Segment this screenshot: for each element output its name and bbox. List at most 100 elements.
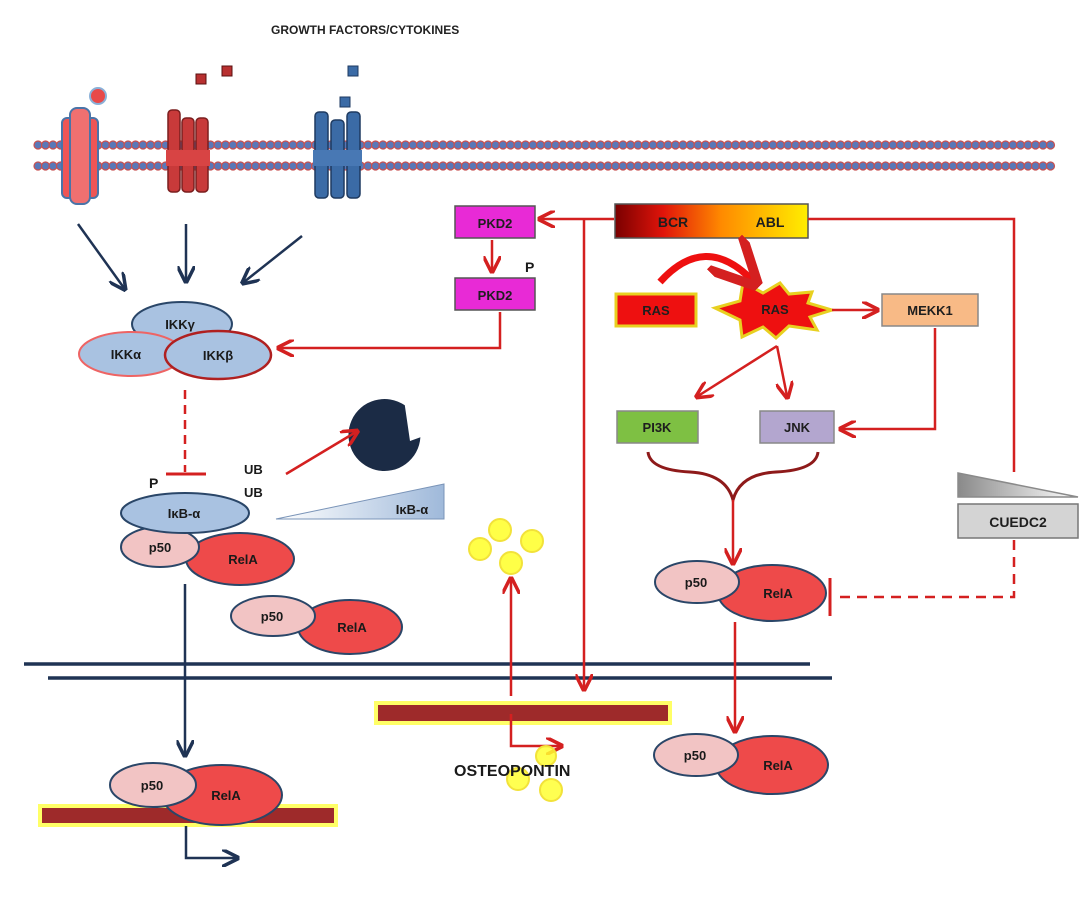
membrane-lipid	[610, 140, 621, 150]
membrane-lipid	[595, 140, 606, 150]
ub-label-bottom: UB	[244, 485, 263, 500]
membrane-lipid	[663, 140, 673, 150]
membrane-lipid	[1030, 161, 1041, 171]
mekk1-to-jnk-arrow	[842, 328, 937, 429]
membrane-lipid	[925, 140, 936, 150]
membrane-lipid	[250, 140, 261, 150]
membrane-lipid	[730, 161, 741, 171]
membrane-lipid	[903, 161, 913, 171]
membrane-lipid	[618, 161, 628, 171]
membrane-lipid	[460, 140, 471, 150]
convergence-brace	[646, 451, 820, 506]
membrane-lipid	[235, 140, 246, 150]
membrane-lipid	[850, 161, 861, 171]
p50	[654, 560, 740, 604]
membrane-lipid	[978, 140, 988, 150]
membrane-lipid	[798, 140, 808, 150]
ras-activation-arrow	[657, 256, 752, 282]
ikb-phospho-label: P	[149, 475, 158, 491]
membrane-lipid	[138, 161, 148, 171]
membrane-lipid	[700, 140, 711, 150]
membrane-lipid	[528, 140, 538, 150]
ligand-square	[347, 65, 359, 77]
membrane-lipid	[603, 161, 613, 171]
membrane-lipid	[835, 161, 846, 171]
membrane-lipid	[903, 140, 913, 150]
membrane-lipid	[625, 161, 636, 171]
membrane-lipid	[108, 140, 118, 150]
ligand-square	[221, 65, 233, 77]
receptor-2	[166, 109, 210, 193]
membrane-lipid	[415, 161, 426, 171]
membrane-lipid	[408, 140, 418, 150]
receptor-to-ikk-arrow	[76, 223, 124, 288]
membrane-lipid	[670, 140, 681, 150]
membrane-lipid	[258, 140, 268, 150]
membrane-lipid	[693, 140, 703, 150]
membrane-lipid	[685, 161, 696, 171]
membrane-lipid	[685, 140, 696, 150]
membrane-lipid	[423, 161, 433, 171]
ikb-alpha	[120, 492, 250, 534]
membrane-lipid	[243, 140, 253, 150]
membrane-lipid	[678, 140, 688, 150]
membrane-lipid	[273, 161, 283, 171]
membrane-lipid	[1045, 161, 1056, 171]
membrane-lipid	[858, 140, 868, 150]
membrane-lipid	[850, 140, 861, 150]
membrane-lipid	[790, 161, 801, 171]
title: GROWTH FACTORS/CYTOKINES	[271, 23, 459, 37]
membrane-lipid	[813, 161, 823, 171]
membrane-lipid	[138, 140, 148, 150]
pkd2-phospho-label: PKD2	[478, 288, 513, 303]
membrane-lipid	[400, 161, 411, 171]
abl-label: ABL	[756, 214, 785, 230]
membrane-lipid	[828, 161, 838, 171]
membrane-lipid	[738, 161, 748, 171]
membrane-lipid	[1045, 140, 1056, 150]
membrane-lipid	[640, 140, 651, 150]
membrane-lipid	[303, 161, 313, 171]
membrane-lipid	[385, 140, 396, 150]
membrane-lipid	[663, 161, 673, 171]
membrane-lipid	[505, 161, 516, 171]
p50-label: p50	[141, 778, 163, 793]
rela-label: RelA	[337, 620, 367, 635]
membrane-lipid	[820, 161, 831, 171]
membrane-lipid	[115, 140, 126, 150]
membrane-lipid	[505, 140, 516, 150]
membrane-lipid	[453, 140, 463, 150]
membrane-lipid	[768, 140, 778, 150]
p50	[230, 595, 316, 637]
membrane-lipid	[123, 161, 133, 171]
ras-inactive-label: RAS	[642, 303, 670, 318]
ikk-beta-label: IKKβ	[203, 348, 233, 363]
membrane-lipid	[535, 161, 546, 171]
membrane-lipid	[415, 140, 426, 150]
membrane-lipid	[400, 140, 411, 150]
membrane-lipid	[985, 140, 996, 150]
membrane-lipid	[573, 140, 583, 150]
membrane-lipid	[955, 140, 966, 150]
membrane-lipid	[48, 140, 58, 150]
membrane-lipid	[933, 140, 943, 150]
membrane-lipid	[633, 161, 643, 171]
membrane-lipid	[843, 140, 853, 150]
cell-membrane	[33, 140, 1056, 171]
membrane-lipid	[445, 140, 456, 150]
membrane-lipid	[1038, 140, 1048, 150]
membrane-lipid	[483, 140, 493, 150]
transcription-arrow	[184, 826, 236, 858]
membrane-lipid	[745, 140, 756, 150]
proteasome-icon	[348, 399, 421, 472]
membrane-lipid	[1000, 140, 1011, 150]
membrane-lipid	[250, 161, 261, 171]
membrane-lipid	[783, 161, 793, 171]
membrane-lipid	[145, 140, 156, 150]
membrane-lipid	[925, 161, 936, 171]
bcr-label: BCR	[658, 214, 688, 230]
ras-to-jnk-arrow	[777, 345, 787, 396]
membrane-lipid	[100, 161, 111, 171]
membrane-lipid	[798, 161, 808, 171]
membrane-lipid	[918, 140, 928, 150]
